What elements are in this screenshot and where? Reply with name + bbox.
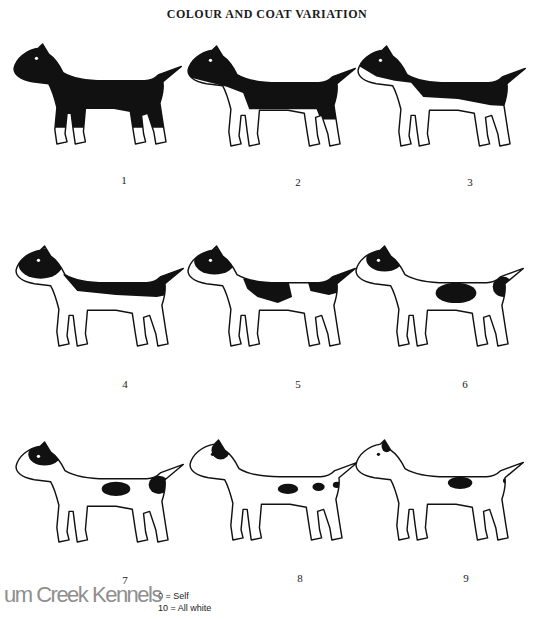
coat-patch bbox=[503, 478, 511, 484]
dog-eye bbox=[377, 453, 380, 456]
callout-number: 8 bbox=[297, 572, 303, 584]
coat-patch bbox=[366, 247, 403, 271]
dog-outline bbox=[14, 44, 181, 144]
dog-eye bbox=[379, 59, 382, 62]
black-patches bbox=[382, 440, 512, 489]
dog-eye bbox=[211, 453, 214, 456]
callout-number: 6 bbox=[462, 378, 468, 390]
callout-number: 5 bbox=[295, 378, 301, 390]
dog-outline bbox=[16, 442, 183, 542]
coat-patch bbox=[63, 266, 187, 297]
callout-number: 4 bbox=[122, 378, 128, 390]
coat-patch bbox=[312, 483, 324, 491]
black-patches bbox=[18, 248, 187, 297]
dog-figure bbox=[12, 44, 185, 144]
dog-eye bbox=[209, 259, 212, 262]
dog-body bbox=[190, 440, 357, 540]
coat-patch bbox=[278, 484, 298, 494]
watermark: um Creek Kennels bbox=[4, 583, 161, 607]
callout-number: 9 bbox=[463, 572, 469, 584]
dog-outline bbox=[16, 246, 183, 346]
dog-figure bbox=[356, 46, 529, 146]
coat-patch bbox=[102, 482, 131, 496]
dog-eye bbox=[37, 259, 40, 262]
coat-patch bbox=[18, 248, 63, 279]
key-note: 0 = Self bbox=[158, 592, 189, 602]
coat-patch bbox=[448, 477, 472, 489]
coat-patch bbox=[12, 44, 185, 128]
dog-eye bbox=[35, 57, 38, 60]
dog-body bbox=[356, 440, 523, 540]
dog-figure bbox=[356, 246, 523, 346]
dog-figure bbox=[356, 440, 523, 540]
black-patches bbox=[366, 247, 513, 303]
title: COLOUR AND COAT VARIATION bbox=[167, 8, 367, 21]
dog-body bbox=[16, 442, 183, 542]
key-note: 10 = All white bbox=[158, 604, 211, 614]
dog-outline bbox=[188, 246, 355, 346]
dog-figure bbox=[186, 46, 359, 146]
callout-number: 1 bbox=[121, 174, 127, 186]
dog-eye bbox=[209, 59, 212, 62]
dog-eye bbox=[377, 259, 380, 262]
coat-patch bbox=[306, 266, 359, 295]
black-patches bbox=[12, 44, 185, 128]
dog-figure bbox=[190, 440, 357, 540]
coat-patch bbox=[28, 443, 61, 465]
dog-outline bbox=[356, 440, 523, 540]
black-patches bbox=[211, 441, 341, 494]
dog-body bbox=[356, 246, 523, 346]
dog-eye bbox=[37, 455, 40, 458]
dog-body bbox=[188, 246, 355, 346]
dog-figure bbox=[16, 442, 183, 542]
callout-number: 2 bbox=[295, 176, 301, 188]
coat-patch bbox=[436, 283, 477, 303]
callout-number: 3 bbox=[467, 176, 473, 188]
dog-outline bbox=[190, 440, 357, 540]
dog-outline bbox=[356, 246, 523, 346]
dog-figure bbox=[16, 246, 187, 346]
dog-outline bbox=[188, 46, 355, 146]
dog-figure bbox=[188, 246, 359, 346]
dog-outline bbox=[358, 46, 525, 146]
